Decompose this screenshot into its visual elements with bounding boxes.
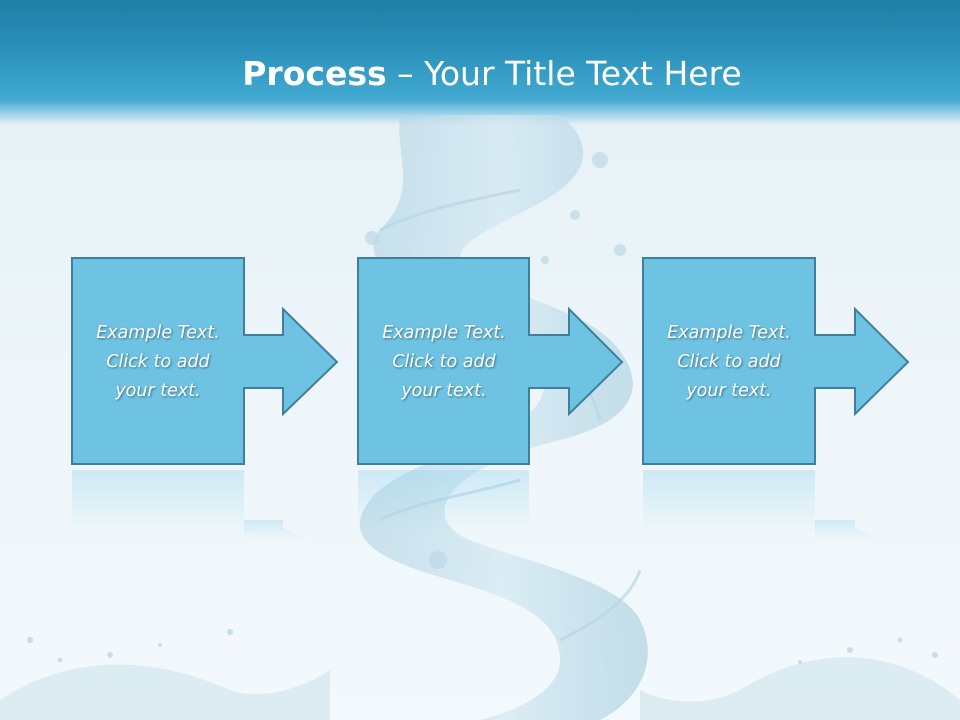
process-step-3[interactable]: Example Text. Click to add your text. [642,257,912,472]
step-3-text[interactable]: Example Text. Click to add your text. [667,322,791,401]
step-1-text[interactable]: Example Text. Click to add your text. [96,322,220,401]
step-2-arrow-shape [357,257,624,465]
step-3-reflection [643,470,882,540]
step-1-reflection [72,470,311,540]
step-2-text[interactable]: Example Text. Click to add your text. [382,322,506,401]
title-bold: Process [242,54,387,93]
title-bar [0,0,960,125]
process-step-2[interactable]: Example Text. Click to add your text. [357,257,627,472]
step-2-reflection [358,470,529,535]
title-rest: – Your Title Text Here [386,54,742,93]
process-step-1[interactable]: Example Text. Click to add your text. [71,257,341,472]
step-3-arrow-shape [642,257,910,465]
step-1-arrow-shape [71,257,339,465]
slide-title[interactable]: Process – Your Title Text Here [0,52,960,96]
